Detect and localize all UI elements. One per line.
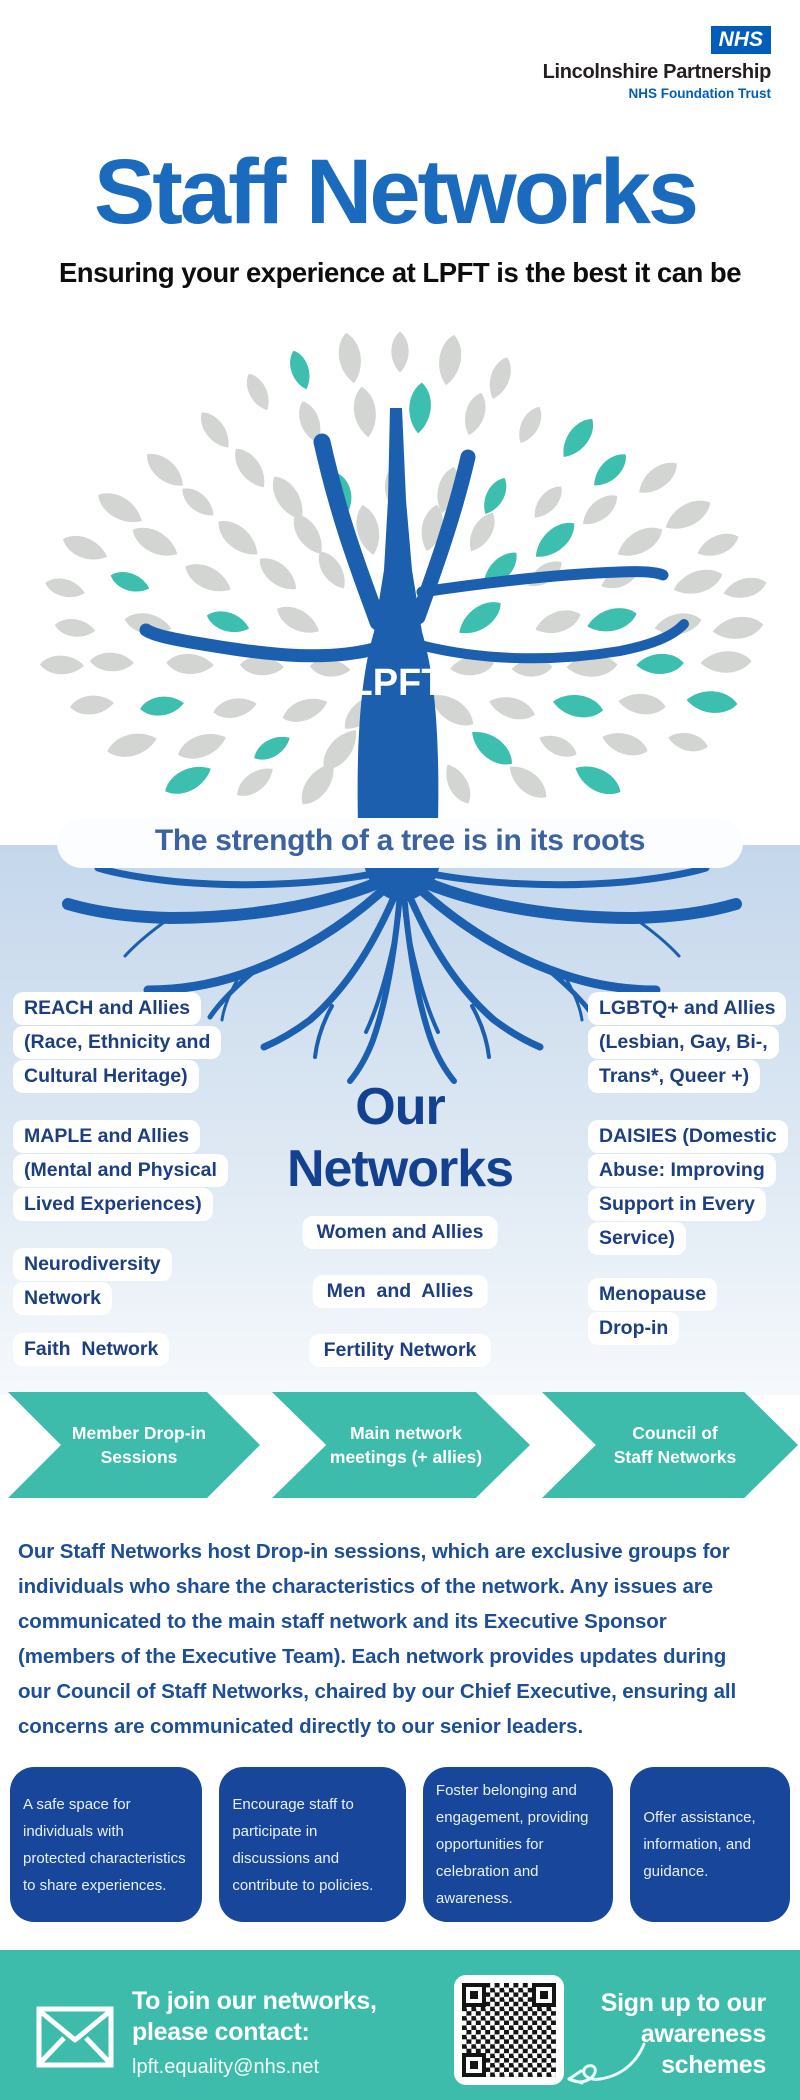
network-label: Network: [13, 1282, 112, 1315]
network-label: (Race, Ethnicity and: [13, 1026, 222, 1059]
benefit-card-participation: Encourage staff to participate in discus…: [219, 1767, 406, 1922]
network-women: Women and Allies: [302, 1216, 498, 1249]
process-arrow-council: Council of Staff Networks: [542, 1392, 798, 1498]
org-subtitle: NHS Foundation Trust: [628, 86, 772, 101]
footer: To join our networks, please contact: lp…: [0, 1950, 800, 2100]
nhs-logo: NHS: [710, 26, 771, 54]
network-label: Neurodiversity: [13, 1248, 172, 1281]
signup-line1: Sign up to our: [600, 1989, 767, 2017]
network-label: (Mental and Physical: [13, 1154, 228, 1187]
network-men: Men and Allies: [312, 1275, 488, 1308]
network-label: Cultural Heritage): [13, 1060, 199, 1093]
tree-trunk: [357, 408, 439, 825]
curled-arrow-icon: [567, 2042, 646, 2085]
page-title: Staff Networks: [93, 141, 699, 243]
network-faith: Faith Network: [13, 1333, 170, 1367]
arrow-label-line: Member Drop-in: [71, 1423, 207, 1443]
networks-heading-line1: Our: [355, 1078, 445, 1136]
tree-trunk-label: LPFT: [350, 662, 445, 704]
contact-heading-line2: please contact:: [132, 2018, 310, 2046]
qr-code[interactable]: [454, 1975, 564, 2085]
network-label: Faith Network: [13, 1333, 170, 1366]
tree-caption: The strength of a tree is in its roots: [154, 824, 646, 857]
benefit-card-assistance: Offer assistance, information, and guida…: [630, 1767, 790, 1922]
qr-finder-icon: [532, 1983, 556, 2007]
network-label: MAPLE and Allies: [13, 1120, 201, 1153]
tree-illustration: LPFT: [39, 331, 769, 825]
network-label: DAISIES (Domestic: [588, 1120, 788, 1153]
benefit-cards: A safe space for individuals with protec…: [10, 1767, 790, 1922]
network-label: Menopause: [588, 1278, 718, 1311]
envelope-icon: [36, 2006, 114, 2068]
contact-email[interactable]: lpft.equality@nhs.net: [132, 2056, 320, 2078]
network-maple: MAPLE and Allies (Mental and Physical Li…: [13, 1120, 228, 1222]
qr-pattern: [462, 1983, 556, 2077]
contact-block: To join our networks, please contact: lp…: [132, 1986, 377, 2079]
network-label: Service): [588, 1222, 686, 1255]
caption-band: [57, 818, 743, 868]
networks-heading: Our Networks: [0, 1076, 800, 1200]
network-label: Trans*, Queer +): [588, 1060, 761, 1093]
qr-finder-icon: [462, 2053, 486, 2077]
network-label: Abuse: Improving: [588, 1154, 776, 1187]
network-daisies: DAISIES (Domestic Abuse: Improving Suppo…: [588, 1120, 788, 1256]
network-neurodiversity: Neurodiversity Network: [13, 1248, 172, 1316]
signup-line2: awareness: [640, 2020, 766, 2048]
network-fertility: Fertility Network: [309, 1334, 491, 1367]
network-label: (Lesbian, Gay, Bi-,: [588, 1026, 779, 1059]
contact-heading-line1: To join our networks,: [132, 1987, 377, 2015]
description-paragraph: Our Staff Networks host Drop-in sessions…: [18, 1540, 737, 1738]
arrow-label-line: meetings (+ allies): [329, 1447, 483, 1467]
arrow-label-line: Staff Networks: [613, 1447, 737, 1467]
process-arrow-main-meetings: Main network meetings (+ allies): [272, 1392, 530, 1498]
benefit-card-belonging: Foster belonging and engagement, providi…: [422, 1767, 614, 1922]
network-label: Lived Experiences): [13, 1188, 213, 1221]
process-arrow-drop-in: Member Drop-in Sessions: [8, 1392, 260, 1498]
page-subtitle: Ensuring your experience at LPFT is the …: [58, 257, 742, 288]
signup-block: Sign up to our awareness schemes: [600, 1988, 767, 2081]
network-label: LGBTQ+ and Allies: [588, 992, 787, 1025]
network-reach: REACH and Allies (Race, Ethnicity and Cu…: [13, 992, 222, 1094]
network-label: REACH and Allies: [13, 992, 202, 1025]
arrow-label-line: Council of: [632, 1423, 718, 1443]
nhs-logo-block: NHS Lincolnshire Partnership NHS Foundat…: [543, 26, 771, 101]
network-label: Drop-in: [588, 1312, 680, 1345]
network-lgbtq: LGBTQ+ and Allies (Lesbian, Gay, Bi-, Tr…: [588, 992, 787, 1094]
org-name: Lincolnshire Partnership: [542, 61, 772, 83]
networks-heading-line2: Networks: [286, 1140, 514, 1198]
signup-line3: schemes: [661, 2051, 766, 2079]
arrow-label-line: Main network: [350, 1423, 462, 1443]
process-arrows: Member Drop-in Sessions Main network mee…: [0, 1392, 800, 1498]
arrow-label-line: Sessions: [100, 1447, 178, 1467]
network-label: Support in Every: [588, 1188, 767, 1221]
benefit-card-safe-space: A safe space for individuals with protec…: [10, 1767, 203, 1922]
tree-branches: [139, 433, 689, 664]
qr-finder-icon: [462, 1983, 486, 2007]
network-menopause: Menopause Drop-in: [588, 1278, 718, 1346]
